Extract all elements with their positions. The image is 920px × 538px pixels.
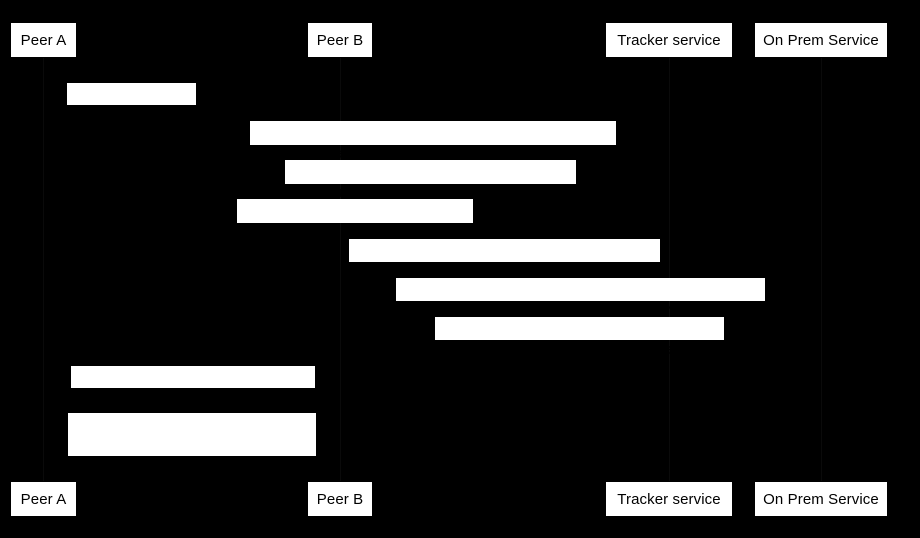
participant-footer-tracker-service[interactable]: Tracker service <box>605 481 733 517</box>
message-label-send-encrypted-offer: Send encrypted offer/candidates <box>237 199 473 240</box>
message-label-result-decrypted-data: { result: "DECRYPTED_DATA", error: null … <box>435 317 740 358</box>
message-label-post-encrypt-sdp: POST /v1/encrypt-sdp { data: "DECRYPTED_… <box>250 121 628 162</box>
message-text: Forward encrypted offer/candidates from … <box>370 263 656 280</box>
participant-label: On Prem Service <box>763 490 879 508</box>
message-label-creates-sdp-offer: Creates SDP offer <box>67 83 208 124</box>
participant-label: Peer B <box>316 490 364 508</box>
participant-label: On Prem Service <box>763 31 879 49</box>
message-label-create-sdp-answer: Create SDP answer and send to An using t… <box>68 413 316 538</box>
participant-header-peer-b[interactable]: Peer B <box>307 22 373 58</box>
participant-label: Peer B <box>316 31 364 49</box>
message-label-forward-encrypted-offer: Forward encrypted offer/candidates from … <box>349 239 660 280</box>
participant-label: Tracker service <box>617 31 721 49</box>
message-text: Send encrypted offer/candidates <box>255 223 474 240</box>
message-text: Creates SDP offer <box>85 107 208 124</box>
message-text-line-1: Create SDP answer and send to An <box>72 458 312 475</box>
participant-header-tracker-service[interactable]: Tracker service <box>605 22 733 58</box>
message-label-sdp-offer-received: SDP offer received and decrypted! <box>71 366 320 407</box>
lifeline-peer-b <box>340 58 341 481</box>
participant-header-peer-a[interactable]: Peer A <box>10 22 77 58</box>
message-label-post-decrypt-sdp: POST /v1/decrypt-sdp { data: "ENCRYPTED_… <box>396 278 774 319</box>
message-text: { result: "ENCRYPTED_DATA", error: null … <box>303 184 590 201</box>
message-label-result-encrypted-data: { result: "ENCRYPTED_DATA", error: null … <box>285 160 590 201</box>
participant-label: Peer A <box>20 31 67 49</box>
participant-footer-peer-a[interactable]: Peer A <box>10 481 77 517</box>
lifeline-on-prem-service <box>821 58 822 481</box>
participant-footer-on-prem-service[interactable]: On Prem Service <box>754 481 888 517</box>
message-text: POST /v1/encrypt-sdp { data: "DECRYPTED_… <box>268 145 628 162</box>
message-text: POST /v1/decrypt-sdp { data: "ENCRYPTED_… <box>414 302 774 319</box>
message-text-line-2: using the same mechanism <box>100 521 284 538</box>
participant-footer-peer-b[interactable]: Peer B <box>307 481 373 517</box>
participant-label: Tracker service <box>617 490 721 508</box>
participant-header-on-prem-service[interactable]: On Prem Service <box>754 22 888 58</box>
message-text: { result: "DECRYPTED_DATA", error: null … <box>453 341 740 358</box>
lifeline-tracker-service <box>669 58 670 481</box>
participant-label: Peer A <box>20 490 67 508</box>
message-text: SDP offer received and decrypted! <box>89 390 321 407</box>
lifeline-peer-a <box>43 58 44 481</box>
